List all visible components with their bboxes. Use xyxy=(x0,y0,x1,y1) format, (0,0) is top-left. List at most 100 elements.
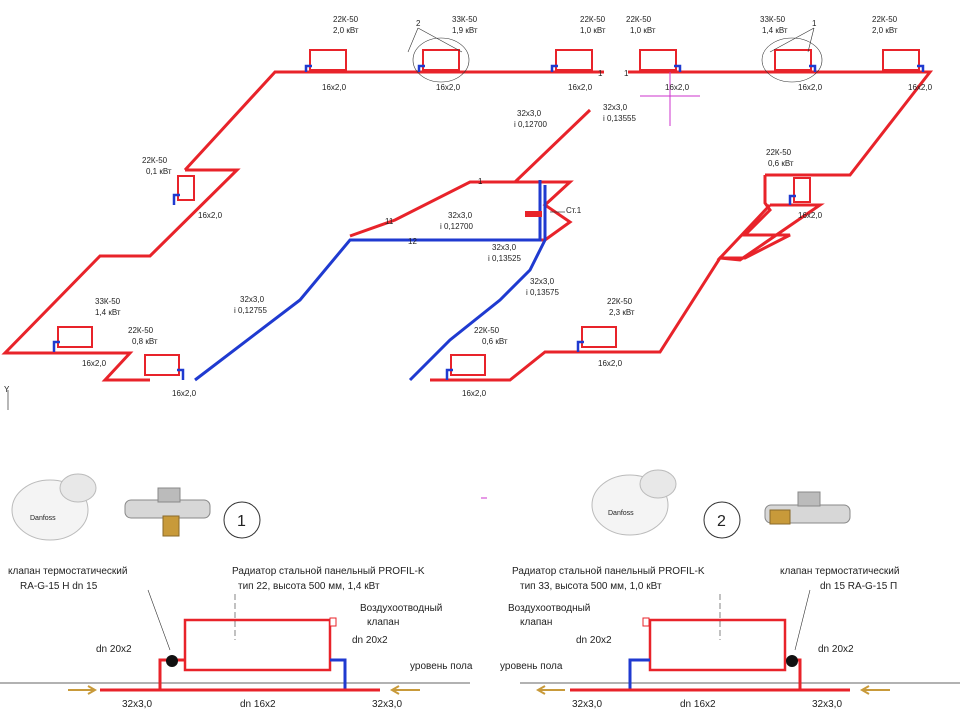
radiator-3: 22К-50 1,0 кВт xyxy=(550,15,606,72)
pipe-label-3: 16х2,0 xyxy=(568,83,593,92)
d1-dn-left: dn 20х2 xyxy=(96,644,132,655)
radiator-10-type: 22К-50 xyxy=(128,326,154,335)
radiator-5: 33К-50 1,4 кВт xyxy=(760,15,817,72)
d1-return-riser xyxy=(330,658,347,690)
node-12: 12 xyxy=(408,237,417,246)
radiator-11-type: 22К-50 xyxy=(474,326,500,335)
segment-g-size: 32х3,0 xyxy=(530,277,555,286)
d2-radiator-title-1: Радиатор стальной панельный PROFIL-K xyxy=(512,566,705,577)
radiator-6: 22К-50 2,0 кВт xyxy=(872,15,925,72)
segment-e-slope: i 0,12755 xyxy=(234,306,267,315)
radiator-1: 22К-50 2,0 кВт xyxy=(304,15,359,72)
d1-right-main: 32х3,0 xyxy=(372,699,402,710)
node-11: 11 xyxy=(385,217,394,226)
d2-radiator-title-2: тип 33, высота 500 мм, 1,0 кВт xyxy=(520,581,662,592)
node-1c: 1 xyxy=(624,69,629,78)
d2-flow-left-arrow-icon xyxy=(535,685,565,695)
callout-2-lead xyxy=(407,27,463,53)
radiator-7: 22К-50 0,1 кВт xyxy=(142,156,195,205)
supply-right-bottom xyxy=(430,203,825,382)
d2-floor: уровень пола xyxy=(500,661,563,672)
pipe-label-5: 16х2,0 xyxy=(798,83,823,92)
d2-valve-title-1: клапан термостатический xyxy=(780,566,899,577)
radiator-12: 22К-50 2,3 кВт xyxy=(576,297,635,352)
radiator-6-power: 2,0 кВт xyxy=(872,26,898,35)
valve-body-2-icon xyxy=(764,491,851,525)
pipe-label-4: 16х2,0 xyxy=(665,83,690,92)
radiator-2: 33К-50 1,9 кВт xyxy=(417,15,478,72)
d2-return-riser xyxy=(628,658,650,690)
detail-1-circle xyxy=(223,501,261,539)
radiator-1-type: 22К-50 xyxy=(333,15,359,24)
radiator-7-type: 22К-50 xyxy=(142,156,168,165)
d1-air-vent-2: клапан xyxy=(367,617,399,628)
callout-2-ellipse xyxy=(412,37,470,83)
d1-pipe-bottom: dn 16х2 xyxy=(240,699,276,710)
detail-1: Danfoss 1 клапан термостатический RA-G-1… xyxy=(0,473,473,710)
callout-top-1: 1 xyxy=(812,19,817,28)
radiator-7-power: 0,1 кВт xyxy=(146,167,172,176)
d2-air-vent-1: Воздухоотводный xyxy=(508,603,590,614)
callout-1-lead xyxy=(769,27,815,53)
d1-flow-right-arrow-icon xyxy=(389,685,420,695)
pipe-label-11: 16х2,0 xyxy=(462,389,487,398)
radiator-4-power: 1,0 кВт xyxy=(630,26,656,35)
radiator-4: 22К-50 1,0 кВт xyxy=(626,15,682,72)
radiator-2-type: 33К-50 xyxy=(452,15,478,24)
supply-left-bottom xyxy=(48,351,150,382)
radiator-9: 33К-50 1,4 кВт xyxy=(52,297,121,352)
d1-air-vent-1: Воздухоотводный xyxy=(360,603,442,614)
d1-radiator-title-2: тип 22, высота 500 мм, 1,4 кВт xyxy=(238,581,380,592)
radiators: 22К-50 2,0 кВт 33К-50 1,9 кВт 22К-50 1,0… xyxy=(52,15,925,380)
svg-text:Danfoss: Danfoss xyxy=(608,510,634,517)
return-left xyxy=(194,180,542,382)
radiator-8: 22К-50 0,6 кВт xyxy=(766,148,811,205)
segment-b-slope: i 0,12700 xyxy=(514,120,547,129)
d2-valve-title-2: dn 15 RA-G-15 П xyxy=(820,581,897,592)
axis-y-label: Y xyxy=(4,385,10,394)
callout-1-ellipse xyxy=(761,37,823,83)
detail-2: Danfoss 2 Радиатор стальной панельный PR… xyxy=(500,469,960,710)
d2-valve-icon xyxy=(786,655,798,667)
segment-c-slope: i 0,12700 xyxy=(440,222,473,231)
pipe-label-10: 16х2,0 xyxy=(172,389,197,398)
radiator-12-type: 22К-50 xyxy=(607,297,633,306)
radiator-6-type: 22К-50 xyxy=(872,15,898,24)
pipe-label-9: 16х2,0 xyxy=(82,359,107,368)
radiator-3-type: 22К-50 xyxy=(580,15,606,24)
node-1a: 1 xyxy=(478,177,483,186)
supply-right-loop xyxy=(716,175,791,260)
segment-a-slope: i 0,13555 xyxy=(603,114,636,123)
radiator-9-type: 33К-50 xyxy=(95,297,121,306)
segment-b-size: 32х3,0 xyxy=(517,109,542,118)
thermostat-head-2-icon: Danfoss xyxy=(591,469,677,536)
supply-inner-right xyxy=(425,180,574,242)
radiator-10: 22К-50 0,8 кВт xyxy=(128,326,185,380)
d1-air-vent-icon xyxy=(329,617,337,627)
detail-1-number: 1 xyxy=(237,513,246,530)
pipe-label-1: 16х2,0 xyxy=(322,83,347,92)
d2-pipe-bottom: dn 16х2 xyxy=(680,699,716,710)
d1-radiator xyxy=(183,618,332,672)
segment-c-size: 32х3,0 xyxy=(448,211,473,220)
d2-air-vent-icon xyxy=(642,617,650,627)
radiator-10-power: 0,8 кВт xyxy=(132,337,158,346)
isometric-piping: Y xyxy=(1,70,934,410)
segment-d-size: 32х3,0 xyxy=(492,243,517,252)
d2-air-vent-2: клапан xyxy=(520,617,552,628)
segment-g-slope: i 0,13575 xyxy=(526,288,559,297)
d1-floor: уровень пола xyxy=(410,661,473,672)
d1-valve-lead xyxy=(147,589,171,651)
radiator-8-power: 0,6 кВт xyxy=(768,159,794,168)
radiator-5-power: 1,4 кВт xyxy=(762,26,788,35)
return-right xyxy=(408,185,547,382)
svg-text:Danfoss: Danfoss xyxy=(30,515,56,522)
segment-e-size: 32х3,0 xyxy=(240,295,265,304)
node-1b: 1 xyxy=(598,69,603,78)
d1-radiator-title-1: Радиатор стальной панельный PROFIL-K xyxy=(232,566,425,577)
pipe-label-8: 16х2,0 xyxy=(798,211,823,220)
supply-main-top-right xyxy=(628,70,934,177)
d2-right-main: 32х3,0 xyxy=(812,699,842,710)
pipe-label-6: 16х2,0 xyxy=(908,83,933,92)
